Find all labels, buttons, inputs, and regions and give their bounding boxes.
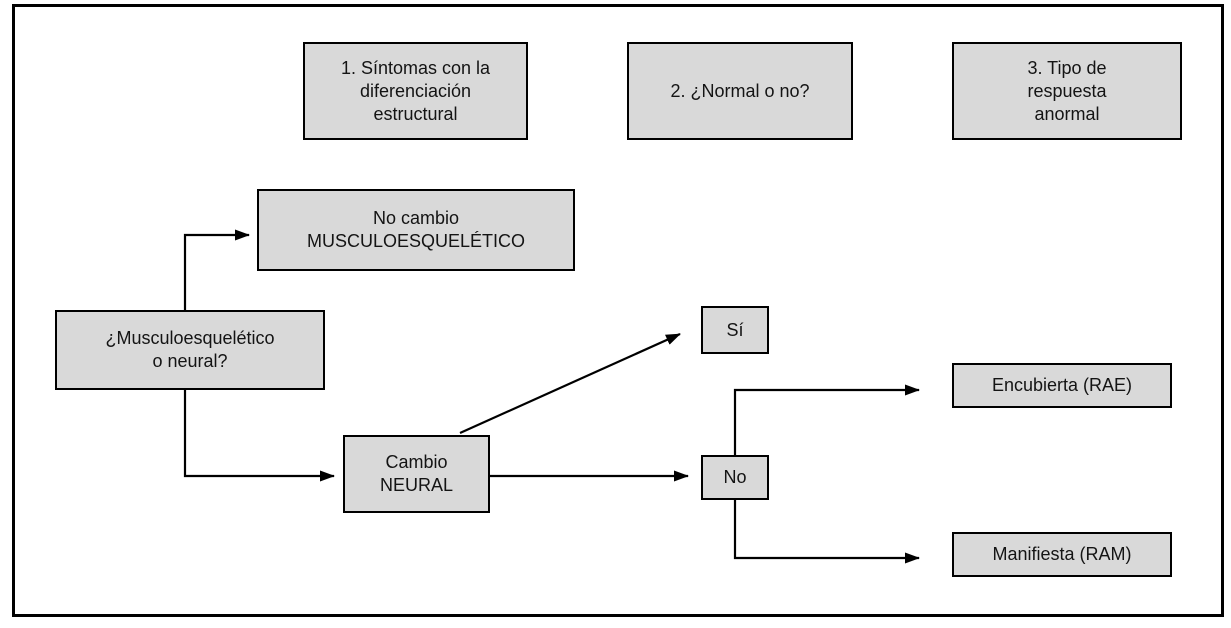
node-neural-change: Cambio NEURAL: [343, 435, 490, 513]
arrow-neural-to-yes: [459, 332, 681, 435]
arrow-root-to-neural: [183, 390, 335, 482]
node-no: No: [701, 455, 769, 500]
column-header-symptoms: 1. Síntomas con la diferenciación estruc…: [303, 42, 528, 140]
node-root-question: ¿Musculoesquelético o neural?: [55, 310, 325, 390]
node-yes: Sí: [701, 306, 769, 354]
column-header-abnormal-response-type: 3. Tipo de respuesta anormal: [952, 42, 1182, 140]
column-header-normal-or-not: 2. ¿Normal o no?: [627, 42, 853, 140]
arrow-no-to-covert: [733, 384, 920, 455]
arrow-root-to-musculoskeletal: [183, 229, 250, 310]
node-musculoskeletal-change: No cambio MUSCULOESQUELÉTICO: [257, 189, 575, 271]
arrow-no-to-overt: [733, 500, 920, 564]
diagram-border: [12, 4, 1224, 617]
node-covert-rae: Encubierta (RAE): [952, 363, 1172, 408]
node-overt-ram: Manifiesta (RAM): [952, 532, 1172, 577]
